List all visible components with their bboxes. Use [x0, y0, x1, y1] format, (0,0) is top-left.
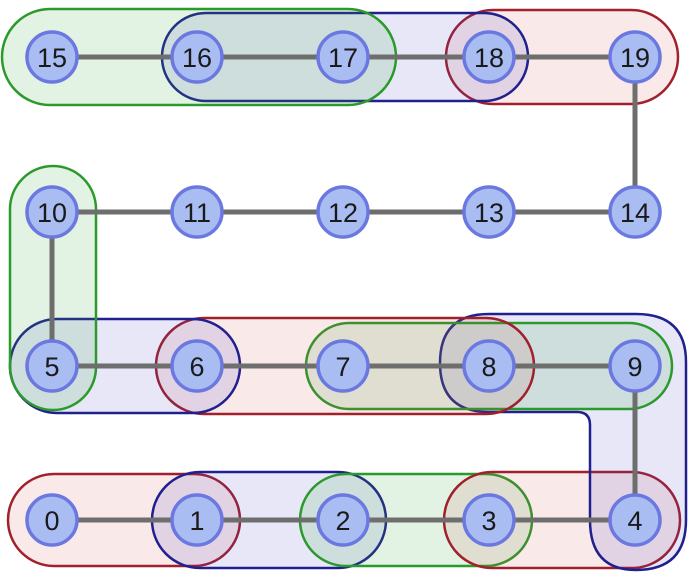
node-label: 5 [44, 352, 59, 382]
node-15: 15 [25, 30, 79, 84]
node-label: 17 [328, 43, 358, 73]
node-5: 5 [25, 339, 79, 393]
node-circle [462, 185, 516, 239]
graph-edges [49, 54, 638, 523]
node-9: 9 [608, 339, 662, 393]
node-label: 7 [335, 352, 350, 382]
node-circle [170, 30, 224, 84]
node-13: 13 [462, 185, 516, 239]
node-circle [608, 30, 662, 84]
node-circle [170, 493, 224, 547]
node-circle [25, 339, 79, 393]
node-19: 19 [608, 30, 662, 84]
node-label: 16 [182, 43, 212, 73]
node-circle [462, 493, 516, 547]
node-circle [608, 493, 662, 547]
node-label: 18 [474, 43, 504, 73]
node-circle [25, 493, 79, 547]
node-label: 6 [189, 352, 204, 382]
node-1: 1 [170, 493, 224, 547]
node-circle [608, 185, 662, 239]
node-label: 13 [474, 198, 504, 228]
node-circle [316, 30, 370, 84]
node-circle [316, 185, 370, 239]
node-circle [316, 339, 370, 393]
node-circle [170, 339, 224, 393]
node-label: 10 [37, 198, 67, 228]
node-label: 19 [620, 43, 650, 73]
group-regions [0, 7, 688, 572]
node-17: 17 [316, 30, 370, 84]
node-label: 9 [627, 352, 642, 382]
node-label: 14 [620, 198, 650, 228]
node-2: 2 [316, 493, 370, 547]
node-label: 0 [44, 506, 59, 536]
node-4: 4 [608, 493, 662, 547]
node-18: 18 [462, 30, 516, 84]
node-label: 11 [183, 198, 211, 228]
node-10: 10 [25, 185, 79, 239]
node-11: 11 [170, 185, 224, 239]
node-circle [608, 339, 662, 393]
node-label: 12 [328, 198, 358, 228]
node-8: 8 [462, 339, 516, 393]
node-label: 2 [335, 506, 350, 536]
node-6: 6 [170, 339, 224, 393]
node-label: 15 [37, 43, 67, 73]
node-label: 1 [189, 506, 204, 536]
node-label: 8 [481, 352, 496, 382]
node-label: 3 [481, 506, 496, 536]
node-3: 3 [462, 493, 516, 547]
node-0: 0 [25, 493, 79, 547]
node-circle [462, 339, 516, 393]
node-circle [316, 493, 370, 547]
node-12: 12 [316, 185, 370, 239]
node-circle [25, 185, 79, 239]
node-circle [25, 30, 79, 84]
node-14: 14 [608, 185, 662, 239]
node-16: 16 [170, 30, 224, 84]
node-7: 7 [316, 339, 370, 393]
node-label: 4 [627, 506, 642, 536]
node-circle [462, 30, 516, 84]
node-circle [170, 185, 224, 239]
